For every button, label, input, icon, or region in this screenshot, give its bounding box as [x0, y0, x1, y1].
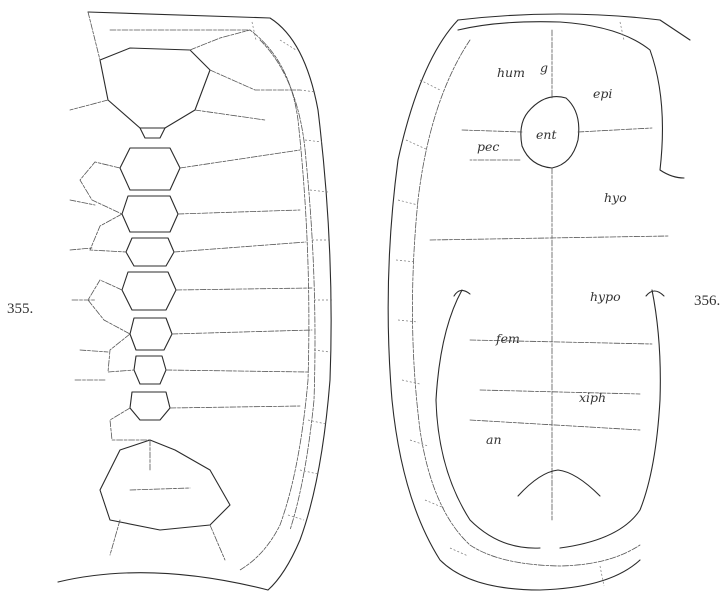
label-ent: ent [536, 127, 557, 142]
carapace-drawing [58, 12, 332, 590]
label-an: an [486, 432, 502, 447]
plastron-drawing [388, 14, 690, 590]
left-bridge-curve [436, 290, 540, 548]
plastron-top-edge [458, 14, 690, 40]
vertebral-6 [134, 356, 166, 384]
vertebral-2 [122, 196, 178, 232]
vertebral-5 [130, 318, 172, 350]
upper-lobe-outline [458, 22, 684, 178]
costal-seam-5 [172, 330, 312, 334]
vertebral-3 [126, 238, 174, 266]
cervical-neck [140, 128, 165, 138]
seam-xiph-anal [470, 420, 640, 430]
marginal-divisions [252, 22, 332, 520]
plastron-outer-edge [388, 20, 640, 590]
pygal-area [100, 440, 230, 530]
vertebral-1 [120, 148, 180, 190]
costal-seam-2 [178, 210, 300, 214]
costal-seam-7 [170, 406, 300, 408]
left-costal-marks [70, 200, 108, 380]
label-g: g [540, 60, 548, 75]
label-hypo: hypo [590, 289, 621, 304]
nuchal-scute [100, 48, 210, 128]
plastron-marginals [396, 22, 624, 586]
vertebral-7 [130, 392, 170, 420]
label-fem: fem [495, 331, 520, 346]
right-bridge-curve [560, 290, 660, 548]
carapace-marginal-2 [260, 40, 315, 530]
figure-355-number: 355. [7, 301, 33, 318]
costal-seam-6 [166, 370, 308, 372]
figure-356-number: 356. [694, 293, 720, 310]
left-leg-notch [454, 290, 470, 296]
seam-hypo-xiph [480, 390, 640, 394]
label-xiph: xiph [579, 390, 606, 405]
pygal-inner [110, 440, 225, 560]
carapace-inner-marginal [110, 30, 309, 570]
seam-humeral-pectoral [462, 128, 652, 132]
label-hum: hum [497, 65, 525, 80]
label-pec: pec [477, 139, 499, 154]
label-epi: epi [593, 86, 612, 101]
upper-left-seams [70, 12, 300, 120]
vertebral-4 [122, 272, 176, 310]
costal-seam-3 [174, 242, 306, 252]
label-hyo: hyo [604, 190, 627, 205]
seam-hyo-hypo [430, 236, 668, 240]
costal-seam-4 [176, 288, 312, 290]
carapace-bottom-edge [58, 573, 268, 590]
right-leg-notch [646, 291, 664, 296]
anal-notch [518, 470, 600, 496]
costal-seam-1 [180, 150, 300, 168]
